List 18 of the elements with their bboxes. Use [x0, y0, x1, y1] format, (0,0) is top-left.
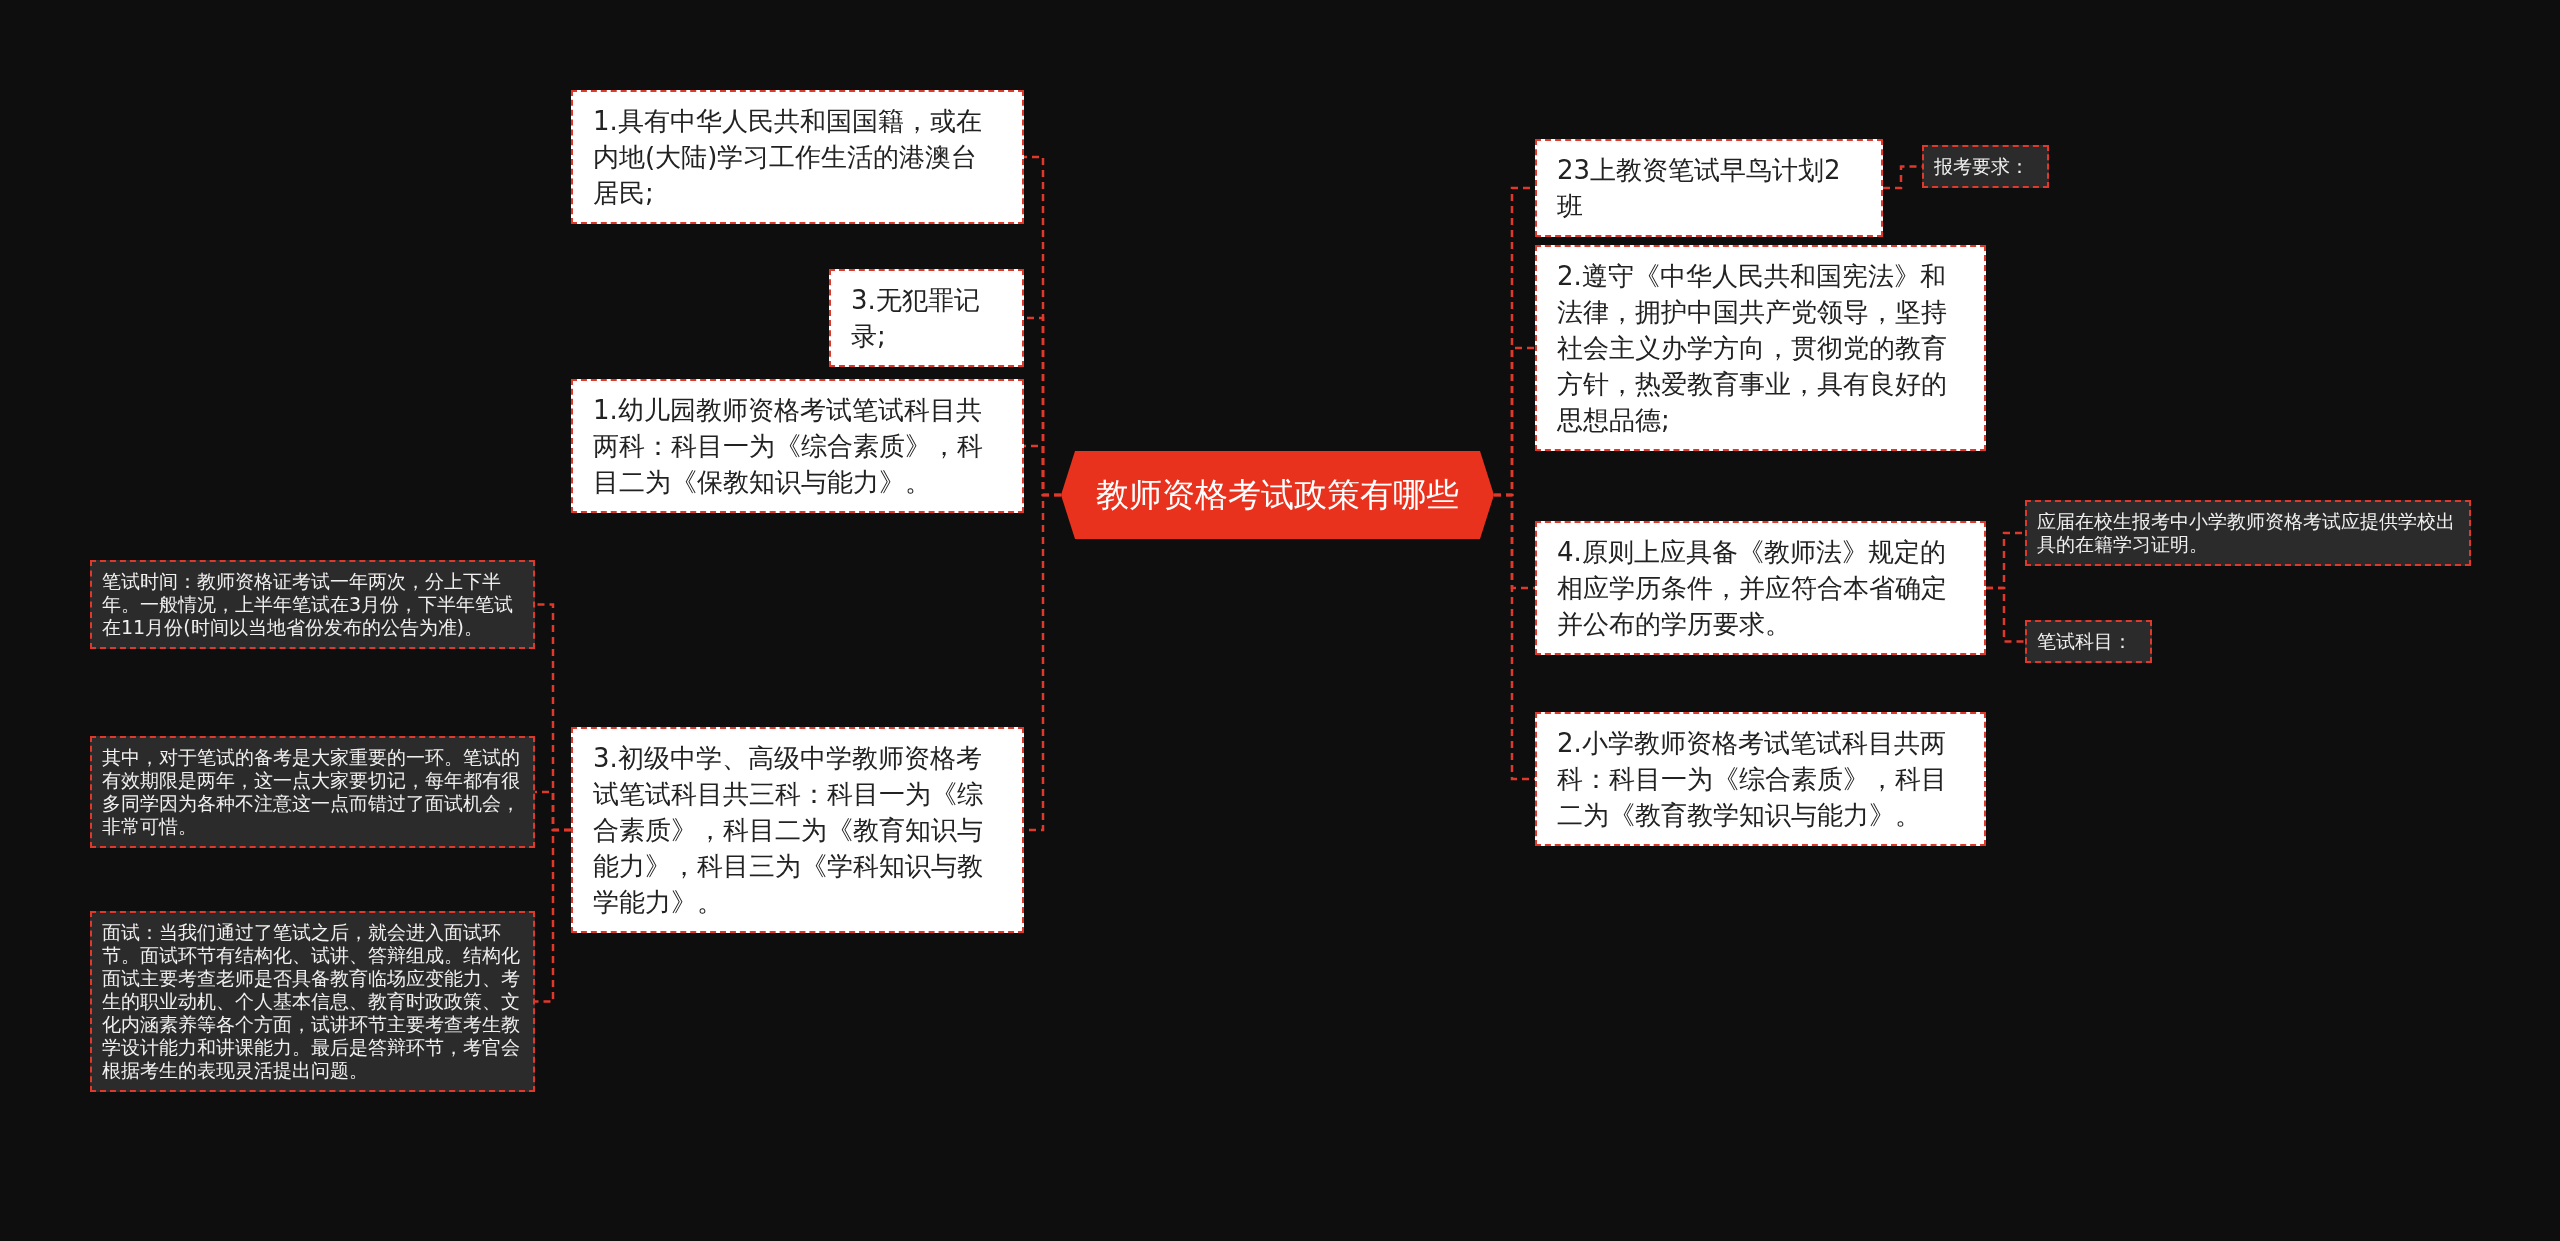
note-box: 其中，对于笔试的备考是大家重要的一环。笔试的有效期限是两年，这一点大家要切记，每年都有很多同学因为各种不注意这一点而错过了面试机会，非常可惜。	[90, 736, 535, 848]
topic-box: 1.具有中华人民共和国国籍，或在内地(大陆)学习工作生活的港澳台居民;	[571, 90, 1024, 224]
topic-box: 2.小学教师资格考试笔试科目共两科：科目一为《综合素质》，科目二为《教育教学知识与能力》。	[1535, 712, 1986, 846]
topic-title: 教师资格考试政策有哪些	[1096, 473, 1459, 516]
topic-box: 3.无犯罪记录;	[829, 269, 1024, 367]
topic-box: 2.遵守《中华人民共和国宪法》和法律，拥护中国共产党领导，坚持社会主义办学方向，贯彻党的教育方针，热爱教育事业，具有良好的思想品德;	[1535, 245, 1986, 451]
connector	[1986, 586, 2025, 643]
topic-box: 4.原则上应具备《教师法》规定的相应学历条件，并应符合本省确定并公布的学历要求。	[1535, 521, 1986, 655]
note-box: 报考要求：	[1922, 145, 2049, 188]
note-box: 笔试时间：教师资格证考试一年两次，分上下半年。一般情况，上半年笔试在3月份，下半年笔试在11月份(时间以当地省份发布的公告为准)。	[90, 560, 535, 649]
topic-box: 23上教资笔试早鸟计划2班	[1535, 139, 1883, 237]
connector	[535, 828, 571, 1003]
note-box: 笔试科目：	[2025, 620, 2152, 663]
note-box: 面试：当我们通过了笔试之后，就会进入面试环节。面试环节有结构化、试讲、答辩组成。结构化面试主要考查老师是否具备教育临场应变能力、考生的职业动机、个人基本信息、教育时政政策、文化内涵素养等各个方面，试讲环节主要考查考生教学设计能力和讲课能力。最后是答辩环节，考官会根据考生的表现灵活提出问题。	[90, 911, 535, 1092]
note-box: 应届在校生报考中小学教师资格考试应提供学校出具的在籍学习证明。	[2025, 500, 2471, 566]
topic-box: 1.幼儿园教师资格考试笔试科目共两科：科目一为《综合素质》，科目二为《保教知识与能力》。	[571, 379, 1024, 513]
central-topic	[1061, 451, 1494, 539]
topic-box: 3.初级中学、高级中学教师资格考试笔试科目共三科：科目一为《综合素质》，科目二为《教育知识与能力》，科目三为《学科知识与教学能力》。	[571, 727, 1024, 933]
